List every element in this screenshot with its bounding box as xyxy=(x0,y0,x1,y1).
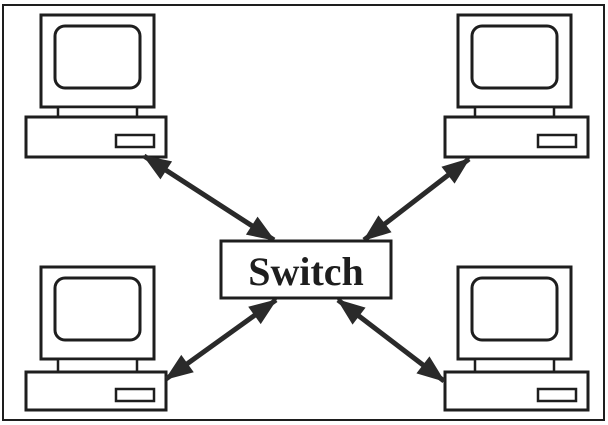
computer-top-left xyxy=(24,13,168,159)
monitor-stand xyxy=(473,357,556,374)
monitor-stand xyxy=(56,357,139,374)
monitor-screen xyxy=(53,24,142,90)
link-top-right-to-switch xyxy=(362,157,471,242)
computer-top-right xyxy=(443,13,590,159)
arrow-head xyxy=(416,356,446,382)
links-group xyxy=(142,153,471,383)
link-top-left-to-switch xyxy=(142,153,276,243)
switch-label: Switch xyxy=(248,249,364,294)
arrow-head xyxy=(164,354,194,380)
arrow-head xyxy=(248,299,278,325)
arrow-head xyxy=(362,215,392,241)
drive-slot xyxy=(114,133,156,149)
drive-slot xyxy=(114,387,156,403)
switch-box xyxy=(219,239,393,300)
monitor-screen xyxy=(470,24,559,90)
link-bottom-right-to-switch xyxy=(336,298,446,383)
arrow-head xyxy=(441,158,471,184)
monitor-screen xyxy=(53,276,142,342)
drive-slot xyxy=(536,133,578,149)
arrow-head xyxy=(336,299,366,325)
computers-group xyxy=(24,13,590,412)
computer-bottom-right xyxy=(443,265,590,412)
switch-node: Switch xyxy=(219,239,393,300)
arrow-head xyxy=(245,216,276,241)
drive-slot xyxy=(536,387,578,403)
diagram-border xyxy=(2,4,605,421)
arrow-head xyxy=(142,155,173,180)
link-bottom-left-to-switch xyxy=(164,297,278,382)
computer-bottom-left xyxy=(24,265,168,412)
monitor-screen xyxy=(470,276,559,342)
